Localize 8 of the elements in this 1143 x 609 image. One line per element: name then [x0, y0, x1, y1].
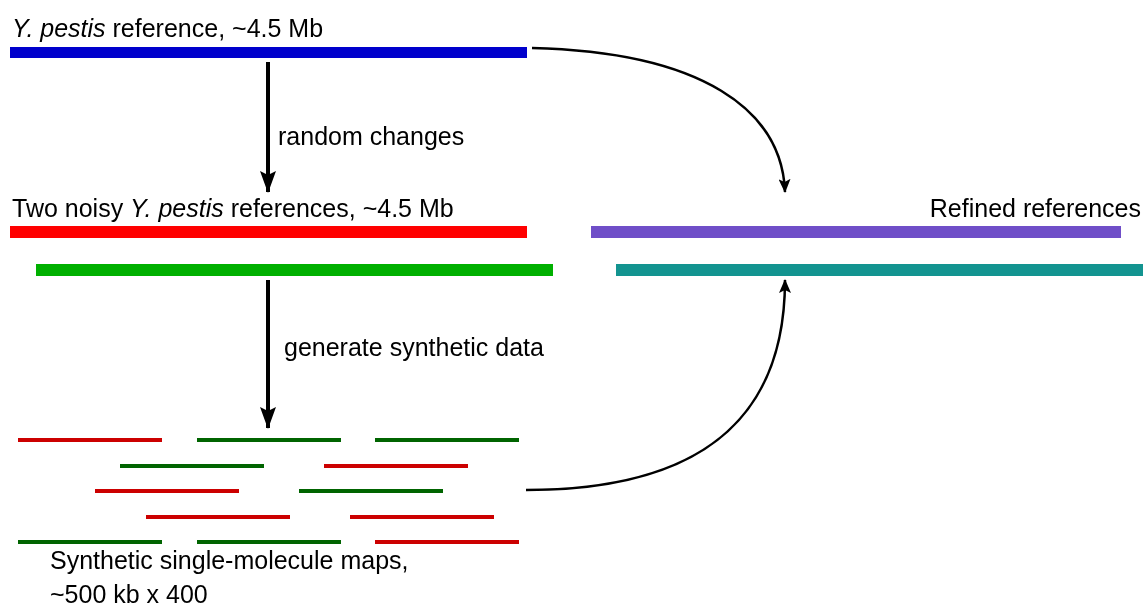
- arrow: [531, 46, 790, 193]
- arrow: [525, 279, 791, 492]
- caption-text: Synthetic single-molecule maps, ~500 kb x 400: [50, 545, 410, 609]
- caption-text: Y. pestis reference, ~4.5 Mb: [12, 14, 324, 43]
- arrow: [260, 280, 276, 429]
- arrow: [260, 62, 276, 193]
- caption-text: Refined references: [929, 194, 1141, 223]
- caption-text: Two noisy Y. pestis references, ~4.5 Mb: [12, 194, 454, 223]
